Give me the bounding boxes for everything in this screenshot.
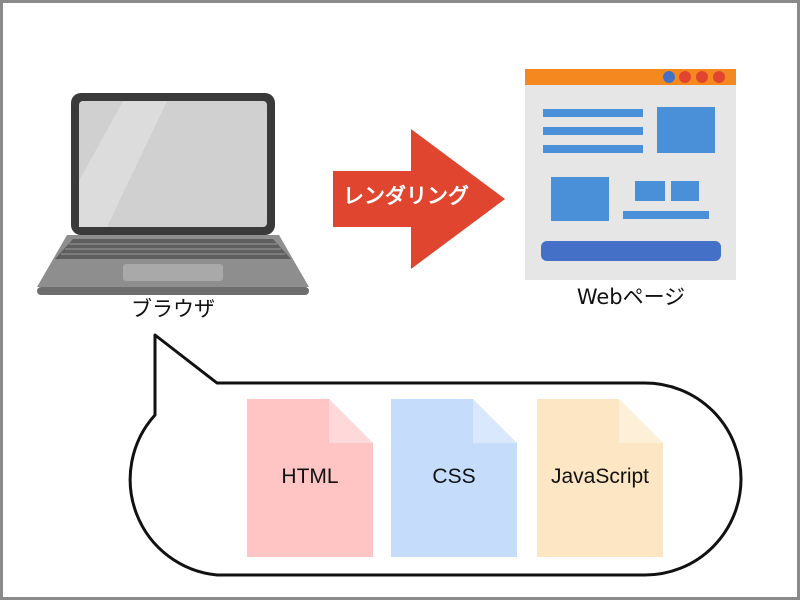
css-file-label: CSS: [432, 465, 476, 488]
html-file-icon: [247, 399, 373, 557]
css-file-icon: [391, 399, 517, 557]
rendering-arrow: [333, 129, 505, 269]
javascript-file-icon: [537, 399, 663, 557]
laptop-icon: [37, 93, 309, 295]
javascript-file-label: JavaScript: [550, 465, 650, 488]
browser-label: ブラウザ: [131, 297, 215, 321]
rendering-label: レンダリング: [343, 184, 469, 208]
webpage-label: Webページ: [576, 285, 686, 309]
html-file-label: HTML: [281, 465, 339, 488]
webpage-icon: [525, 69, 736, 280]
